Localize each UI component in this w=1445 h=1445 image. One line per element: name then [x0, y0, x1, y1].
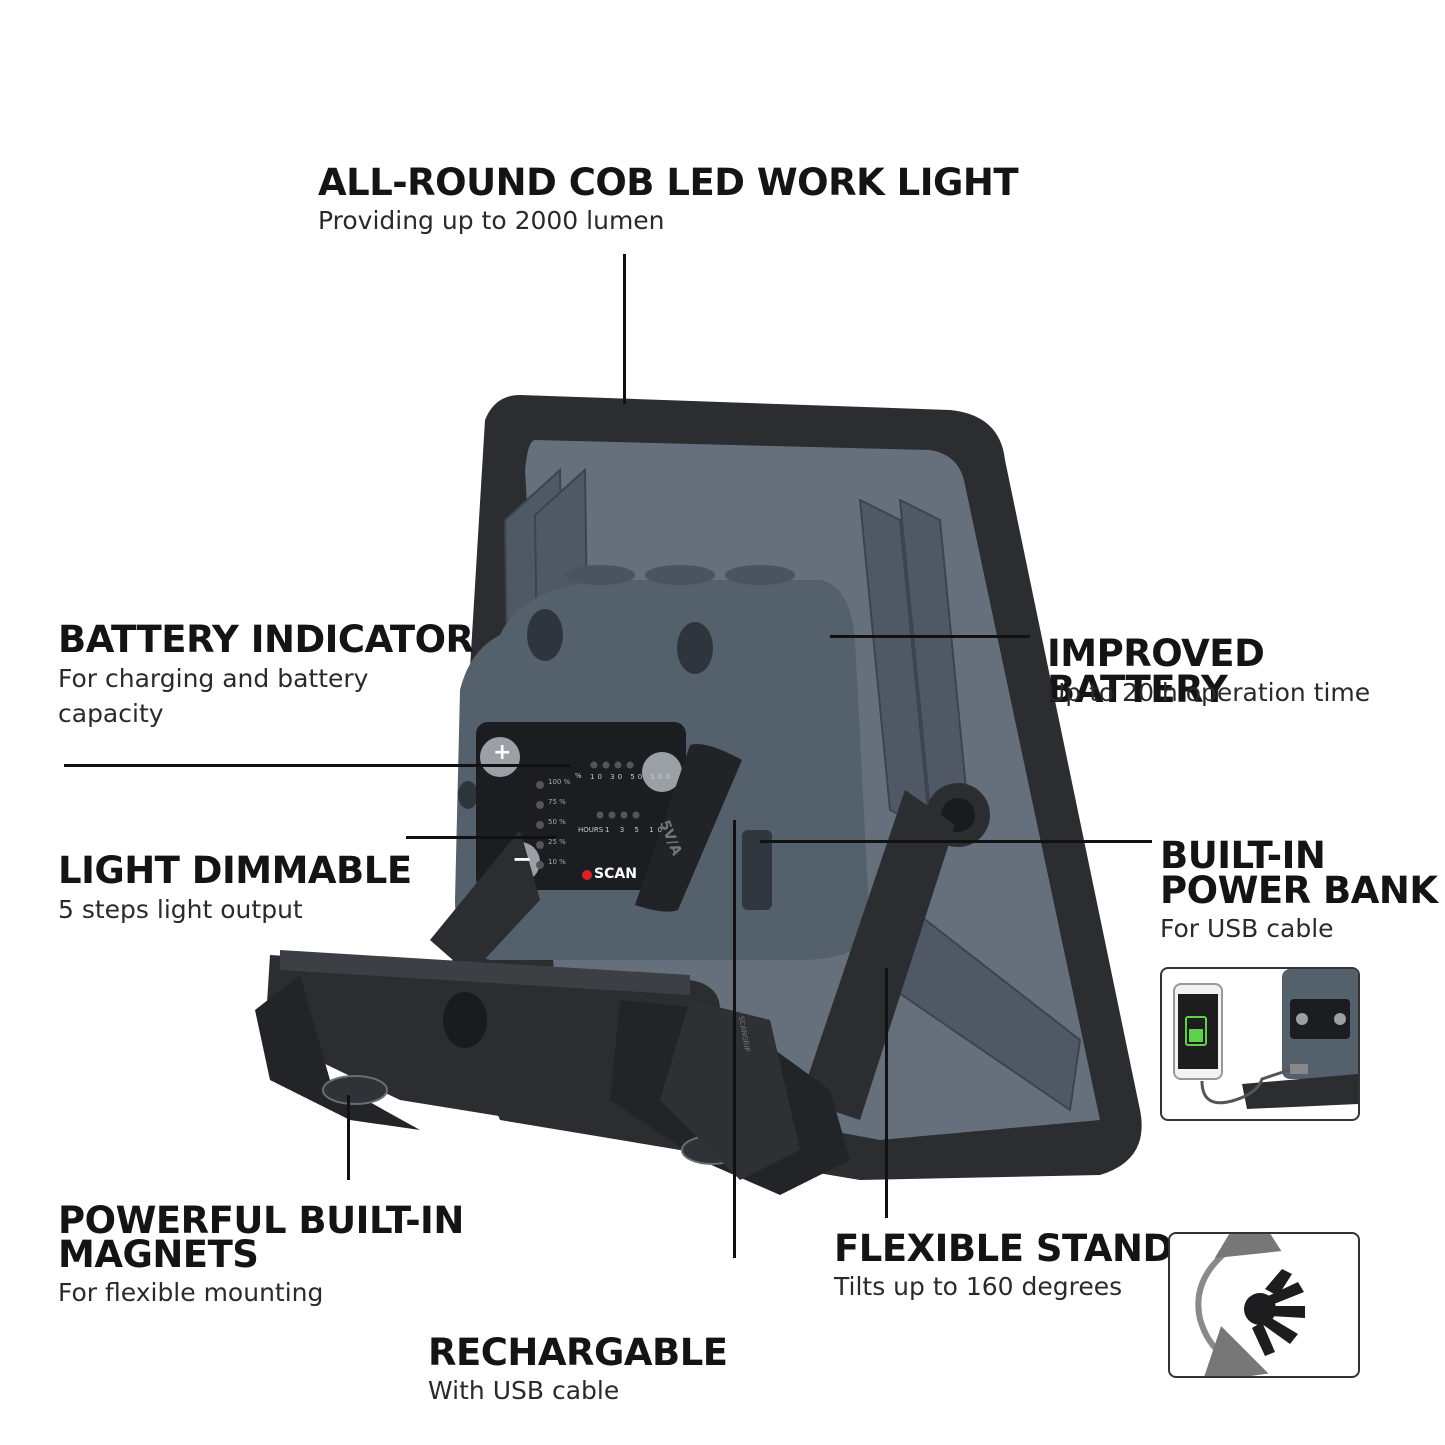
mode-button — [642, 752, 682, 792]
usb-port — [742, 830, 772, 910]
handle-hole — [443, 992, 487, 1048]
mount-hole — [527, 609, 563, 661]
work-light-subtitle: Providing up to 2000 lumen — [318, 206, 665, 235]
stand-plate — [660, 1000, 800, 1180]
plus-label: + — [493, 740, 512, 765]
stand-arm-left — [430, 830, 540, 975]
percent-label-25: 25 % — [548, 838, 566, 846]
improved-battery-subtitle: Up to 20 h operation time — [1047, 678, 1371, 707]
phone-charging-illustration — [1173, 969, 1358, 1109]
leader-power-bank — [760, 840, 1152, 843]
housing-ridges — [565, 565, 795, 585]
light-dimmable-title: LIGHT DIMMABLE — [58, 849, 412, 892]
stand-positions — [1244, 1269, 1305, 1356]
mount-hole — [677, 622, 713, 674]
handle-bar — [265, 955, 720, 1150]
leader-rechargeable — [733, 820, 736, 1258]
hours-label: HOURS — [578, 826, 604, 834]
battery-indicator-title: BATTERY INDICATOR — [58, 618, 474, 661]
tilt-stand-inset — [1168, 1232, 1360, 1378]
battery-indicator-subtitle-1: For charging and battery — [58, 664, 369, 693]
magnet-disc — [322, 1075, 388, 1105]
stand-title: FLEXIBLE STAND — [834, 1227, 1173, 1270]
magnets-title-2: MAGNETS — [58, 1233, 259, 1276]
plus-button — [480, 737, 520, 777]
leader-battery-indicator — [64, 764, 570, 767]
power-bank-title-2: POWER BANK — [1160, 869, 1438, 912]
stand-arm-right — [800, 790, 955, 1120]
rechargeable-subtitle: With USB cable — [428, 1376, 620, 1405]
leader-improved-battery — [830, 635, 1030, 638]
cooling-fins-right — [858, 498, 1082, 1112]
improved-battery-title: IMPROVED BATTERY — [1047, 632, 1265, 711]
mount-hole — [458, 781, 478, 809]
light-dimmable-subtitle: 5 steps light output — [58, 895, 303, 924]
brand-mark — [582, 870, 592, 880]
power-bank-subtitle: For USB cable — [1160, 914, 1334, 943]
battery-indicator-subtitle-2: capacity — [58, 699, 164, 728]
handle-end-left — [255, 975, 420, 1130]
minus-label: − — [512, 845, 533, 873]
stand-subtitle: Tilts up to 160 degrees — [834, 1272, 1123, 1301]
tilt-arc-illustration — [1195, 1234, 1305, 1376]
usb-cover — [635, 744, 742, 912]
magnets-title-1: POWERFUL BUILT-IN — [58, 1199, 464, 1242]
leader-light-dimmable — [406, 836, 556, 839]
power-bank-inset — [1160, 967, 1360, 1121]
indicator-leds — [536, 761, 640, 869]
battery-scale: 10 30 50 100 — [590, 773, 673, 781]
battery-percent-sign: % — [575, 772, 582, 780]
percent-label-10: 10 % — [548, 858, 566, 866]
magnets-subtitle: For flexible mounting — [58, 1278, 324, 1307]
percent-label-100: 100 % — [548, 778, 571, 786]
brand-logo: SCAN — [594, 866, 637, 882]
leader-work-light — [623, 254, 626, 404]
handle-top-face — [280, 950, 690, 995]
leader-magnets — [347, 1095, 350, 1180]
percent-label-75: 75 % — [548, 798, 566, 806]
work-light-title: ALL-ROUND COB LED WORK LIGHT — [318, 161, 1019, 204]
percent-label-50: 50 % — [548, 818, 566, 826]
power-bank-title-1: BUILT-IN — [1160, 834, 1326, 877]
hours-scale: 1 3 5 10 — [605, 826, 667, 834]
leader-stand — [885, 968, 888, 1218]
tilt-arrow — [1195, 1234, 1282, 1376]
rechargeable-title: RECHARGABLE — [428, 1331, 728, 1374]
